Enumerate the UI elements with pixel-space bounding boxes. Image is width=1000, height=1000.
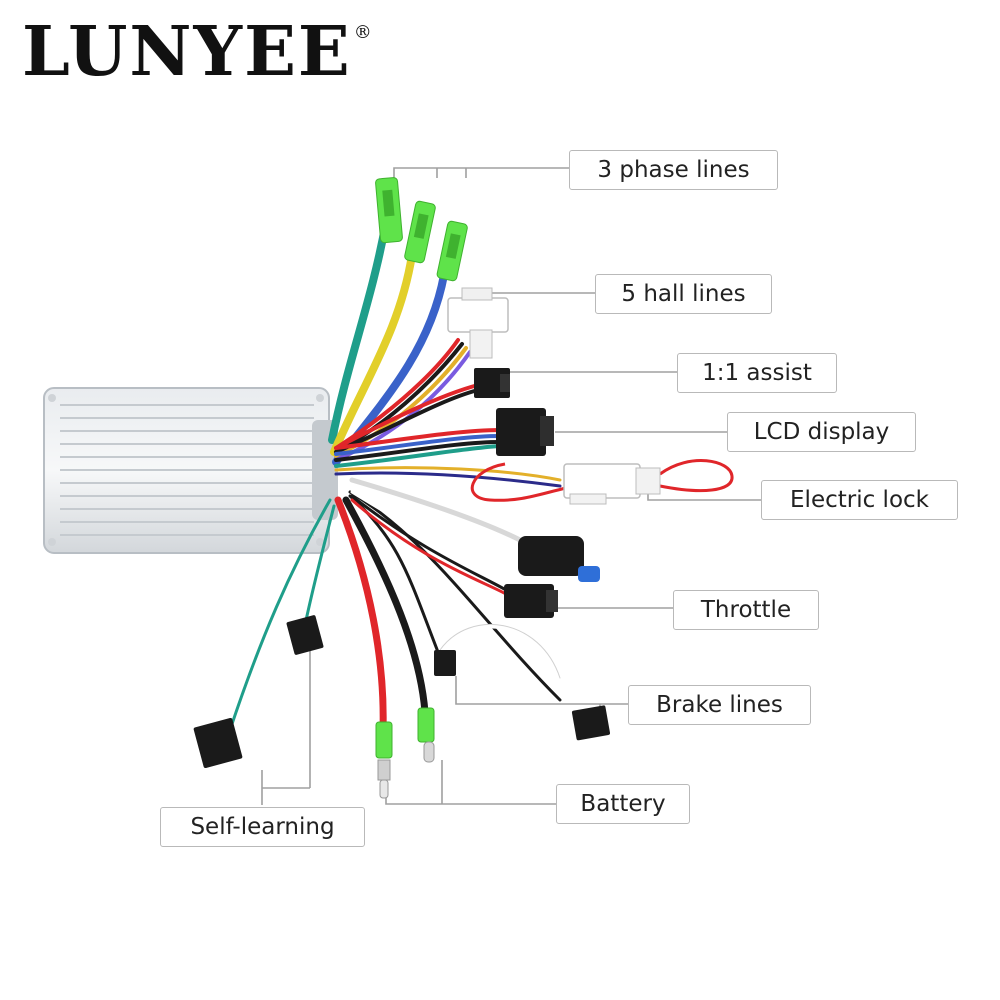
- label-lcd-display: LCD display: [727, 412, 916, 452]
- self-learning-wire-teal: [228, 498, 332, 732]
- label-text: Battery: [580, 791, 666, 817]
- label-text: Brake lines: [656, 692, 783, 718]
- phase-wire-green: [328, 218, 390, 444]
- label-3-phase-lines: 3 phase lines: [569, 150, 778, 190]
- brand-name: LUNYEE: [22, 12, 352, 92]
- self-learning-connector-2: [193, 717, 243, 769]
- phase-connector-2: [404, 200, 436, 264]
- controller-box: [43, 387, 338, 554]
- label-text: Throttle: [700, 597, 792, 623]
- phase-wire-yellow: [330, 251, 416, 456]
- label-assist: 1:1 assist: [677, 353, 837, 393]
- label-self-learning: Self-learning: [160, 807, 365, 847]
- label-text: LCD display: [753, 419, 890, 445]
- upper-wires: [328, 218, 562, 488]
- brake-connector-2: [571, 705, 611, 741]
- leader-phase: [393, 167, 572, 178]
- battery-terminal-black: [417, 707, 435, 763]
- battery-terminal-red: [375, 721, 393, 799]
- label-text: Self-learning: [190, 814, 335, 840]
- label-battery: Battery: [556, 784, 690, 824]
- leader-battery: [385, 760, 558, 805]
- registered-mark: ®: [353, 22, 374, 43]
- connectors: [193, 177, 661, 799]
- electric-lock-loop: [470, 459, 734, 502]
- throttle-connector: [504, 584, 558, 618]
- throttle-sensor: [518, 536, 600, 582]
- leader-self-learning: [261, 650, 311, 805]
- phase-connector-1: [375, 177, 403, 244]
- label-text: 3 phase lines: [597, 157, 750, 183]
- electric-lock-connector: [563, 463, 661, 505]
- label-text: 1:1 assist: [702, 360, 812, 386]
- self-learning-connector-1: [286, 615, 324, 655]
- lower-wires: [228, 477, 562, 734]
- label-5-hall-lines: 5 hall lines: [595, 274, 772, 314]
- label-text: 5 hall lines: [621, 281, 746, 307]
- label-throttle: Throttle: [673, 590, 819, 630]
- battery-wire-black: [342, 496, 429, 716]
- label-brake-lines: Brake lines: [628, 685, 811, 725]
- lcd-connector: [496, 408, 554, 456]
- assist-connector: [474, 368, 510, 398]
- brake-connector-1: [434, 650, 456, 676]
- battery-wire-red: [334, 496, 387, 734]
- label-electric-lock: Electric lock: [761, 480, 958, 520]
- label-text: Electric lock: [790, 487, 929, 513]
- hall-connector: [447, 287, 509, 359]
- brand-logo: LUNYEE®: [22, 18, 374, 86]
- phase-connector-3: [436, 220, 468, 282]
